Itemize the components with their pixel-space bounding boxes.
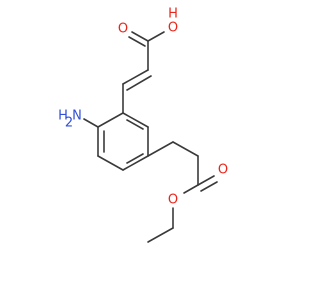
alkene-double-bond-a: [122, 69, 149, 85]
amino-hydrogen-text: H: [58, 109, 68, 124]
ring-double-bond-inner-2: [126, 153, 144, 164]
hydroxyl-oxygen-text: O: [168, 21, 178, 36]
ring-bond-1: [122, 112, 149, 128]
ester-c-to-ether-o: [183, 184, 199, 194]
chain-bond-ch2-ch2: [172, 141, 199, 157]
benzene-ring: [97, 112, 149, 171]
ester-carbonyl-oxygen-label: O: [218, 163, 228, 178]
ethyl-propanoate-chain: [147, 141, 218, 243]
alkene-double-bond-b: [126, 75, 152, 91]
ester-carbonyl-double-bond-b: [200, 181, 218, 192]
ethyl-ch2-ch3: [147, 227, 174, 243]
hydroxyl-bond: [147, 31, 165, 42]
carbonyl-double-bond-b: [128, 36, 146, 47]
ring-double-bond-inner-1: [126, 119, 144, 130]
amino-nitrogen-text: N: [72, 109, 82, 124]
molecule-drawing: O O H N H 2 O O: [58, 7, 228, 243]
ring-bond-4: [97, 155, 124, 171]
acrylic-acid-chain: [122, 31, 165, 114]
amino-subscript-text: 2: [65, 116, 73, 131]
chain-bond-ring-to-ch2: [147, 141, 174, 157]
structure-canvas: O O H N H 2 O O: [58, 7, 228, 243]
ring-bond-3: [122, 155, 149, 171]
carbonyl-double-bond-a: [131, 31, 149, 42]
carboxyl-hydroxyl-label: O H: [168, 7, 178, 36]
ester-ether-oxygen-label: O: [168, 193, 178, 208]
amino-bond: [83, 118, 99, 128]
hydroxyl-hydrogen-text: H: [168, 7, 178, 22]
carboxyl-carbonyl-oxygen-label: O: [118, 22, 128, 37]
ester-carbonyl-double-bond-a: [197, 175, 215, 186]
amino-group-label: N H 2: [58, 109, 82, 131]
ring-bond-6: [97, 112, 124, 128]
